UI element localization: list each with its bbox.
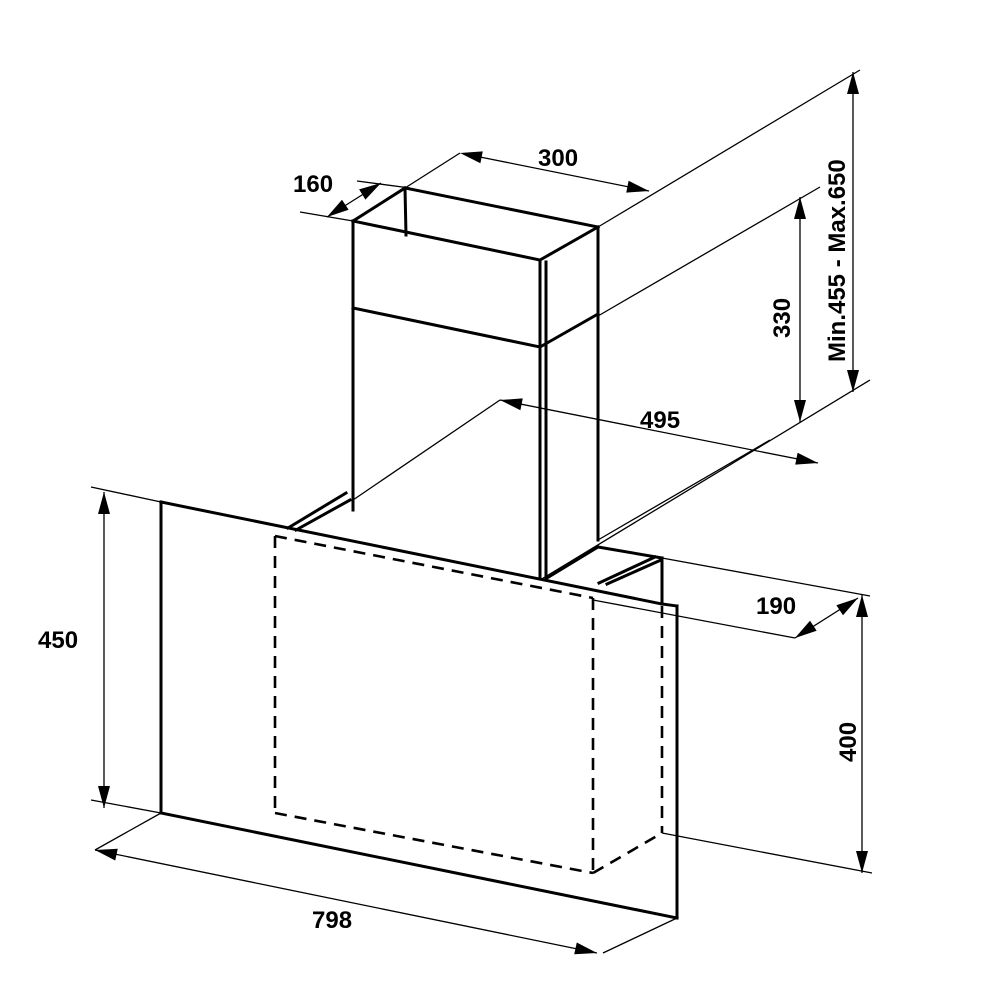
arrowhead-icon <box>500 398 523 411</box>
dimension-line <box>479 156 650 192</box>
outline-edge <box>597 555 657 585</box>
outline-edge <box>351 306 542 349</box>
arrowhead-icon <box>847 370 859 392</box>
arrowhead-icon <box>460 151 483 164</box>
dimension-line <box>404 152 461 189</box>
dimension-line <box>299 211 354 222</box>
label-chimney-width: 300 <box>538 145 578 172</box>
arrowhead-icon <box>836 598 858 616</box>
outline-edge <box>293 497 353 533</box>
dimension-arrowheads <box>95 72 868 955</box>
outline-edge <box>285 490 349 531</box>
outline-edge <box>537 311 601 350</box>
dimension-line <box>597 439 771 541</box>
outline-edge <box>159 500 664 606</box>
outline-edge <box>596 545 664 560</box>
dimension-line <box>602 917 678 954</box>
dimension-line <box>352 399 501 501</box>
dimension-line <box>592 599 796 639</box>
arrowhead-icon <box>98 786 110 808</box>
dimension-line <box>539 379 871 581</box>
arrowhead-icon <box>574 942 597 955</box>
label-chimney-depth: 160 <box>293 171 333 198</box>
arrowhead-icon <box>98 492 110 514</box>
hood-outline <box>159 185 679 920</box>
label-panel-width: 798 <box>312 907 352 934</box>
arrowhead-icon <box>856 851 868 873</box>
label-body-height: 400 <box>835 722 862 762</box>
arrowhead-icon <box>95 848 118 861</box>
outline-edge <box>159 811 679 920</box>
arrowhead-icon <box>626 180 649 193</box>
hidden-edge <box>592 831 663 875</box>
label-body-depth: 190 <box>756 593 796 620</box>
arrowhead-icon <box>856 595 868 617</box>
outline-edge <box>605 558 663 586</box>
outline-edge <box>351 219 542 262</box>
label-panel-height: 450 <box>38 627 78 654</box>
arrowhead-icon <box>847 72 859 94</box>
arrowhead-icon <box>795 620 817 638</box>
hidden-edge <box>274 534 594 600</box>
label-upper-chimney-height: 330 <box>769 298 796 338</box>
dimension-line <box>597 69 861 228</box>
dimension-line <box>597 186 821 317</box>
dimension-line <box>94 812 162 851</box>
arrowhead-icon <box>795 452 818 465</box>
hidden-edges <box>273 534 664 875</box>
dimension-lines <box>90 69 873 954</box>
outline-edge <box>403 186 600 229</box>
outline-edge <box>660 602 679 608</box>
dimension-line <box>661 832 873 874</box>
dimension-line <box>356 180 411 189</box>
outline-edge <box>544 544 601 581</box>
dimension-line <box>661 557 871 597</box>
outline-edge <box>537 224 601 263</box>
dimension-line <box>499 399 819 464</box>
dimension-line <box>90 486 162 503</box>
dimension-line <box>94 849 598 954</box>
label-wall-to-front-depth: 495 <box>640 407 680 434</box>
outline-edge <box>350 185 408 224</box>
outline-edge <box>403 186 408 237</box>
arrowhead-icon <box>794 197 806 219</box>
arrowhead-icon <box>327 199 349 217</box>
arrowhead-icon <box>794 400 806 422</box>
label-chimney-height-range: Min.455 - Max.650 <box>824 159 851 362</box>
arrowhead-icon <box>359 183 381 200</box>
hidden-edge <box>274 811 594 875</box>
